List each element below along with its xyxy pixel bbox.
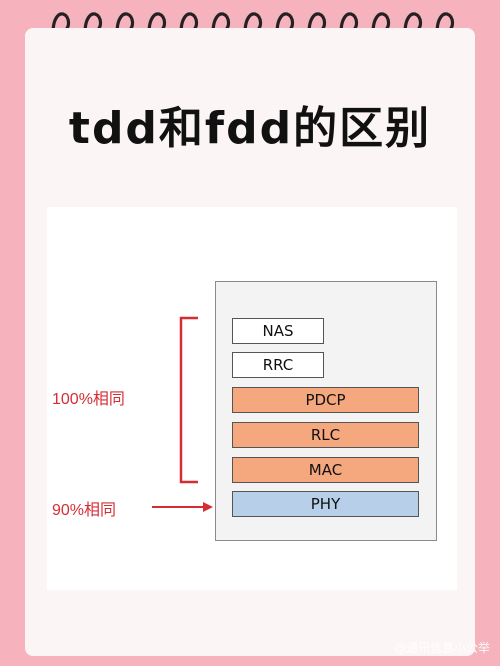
layer-rlc: RLC [232, 422, 419, 448]
arrow-head [203, 502, 213, 512]
page-title: tdd和fdd的区别 [68, 103, 432, 154]
layer-phy: PHY [232, 491, 419, 517]
bracket-100-percent [179, 316, 198, 484]
label-90-percent: 90%相同 [52, 502, 117, 519]
protocol-stack: NAS RRC PDCP RLC MAC PHY [215, 281, 437, 541]
label-100-percent: 100%相同 [52, 391, 125, 408]
watermark: @通讯信息小公举 [393, 641, 490, 655]
layer-rrc: RRC [232, 352, 324, 378]
layer-pdcp: PDCP [232, 387, 419, 413]
layer-mac: MAC [232, 457, 419, 483]
layer-nas: NAS [232, 318, 324, 344]
